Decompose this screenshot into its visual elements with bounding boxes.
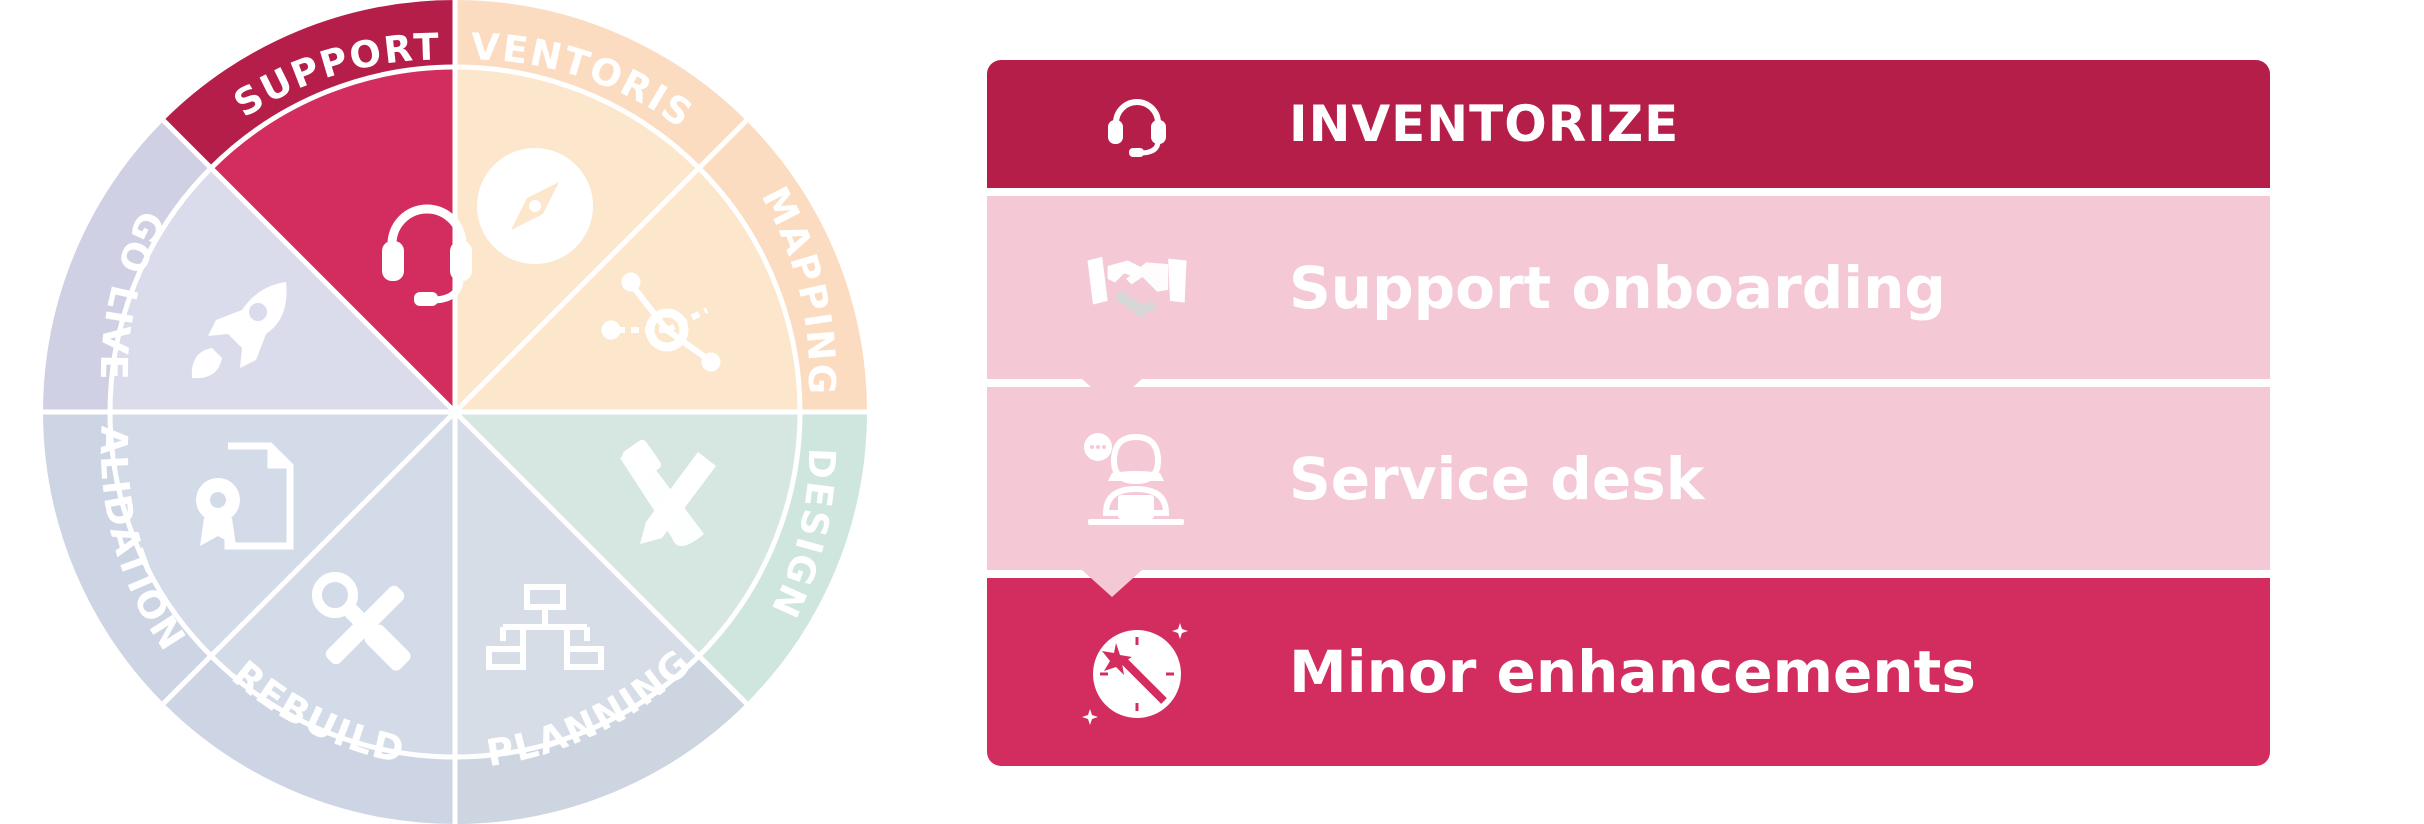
segment-wedge-validation	[109, 412, 455, 656]
segment-wedge-planning	[455, 412, 699, 757]
panel-header-title: INVENTORIZE	[1289, 95, 1680, 153]
panel-item-service-desk: Service desk	[987, 387, 2270, 570]
rocket-icon	[191, 282, 287, 379]
segment-divider	[161, 410, 457, 706]
process-wheel: SUPPORT INVENTORISE MAPPING DESIGN PLANN…	[0, 0, 867, 824]
sitemap-icon	[486, 584, 604, 670]
panel-item-label: Service desk	[1289, 444, 1705, 513]
network-nodes-icon	[601, 272, 721, 372]
panel-item-support-onboarding: Support onboarding	[987, 196, 2270, 379]
segment-wedge-design	[455, 412, 800, 656]
magic-wand-icon	[1082, 617, 1192, 727]
headset-icon	[382, 204, 472, 306]
certificate-document-icon	[196, 442, 294, 550]
handshake-icon	[1082, 233, 1192, 343]
wrench-screwdriver-icon	[312, 572, 411, 671]
pencil-ruler-icon	[620, 439, 716, 547]
compass-icon	[477, 148, 593, 264]
headset-icon	[1082, 69, 1192, 179]
row-divider-chevron	[1082, 570, 1142, 597]
segment-divider	[453, 410, 749, 706]
panel-item-label: Minor enhancements	[1289, 638, 1976, 706]
segment-divider	[161, 118, 457, 414]
panel-header: INVENTORIZE	[987, 60, 2270, 188]
panel-item-minor-enhancements: Minor enhancements	[987, 578, 2270, 766]
service-agent-icon	[1082, 424, 1192, 534]
segment-wedge-support	[211, 67, 455, 412]
panel-item-label: Support onboarding	[1289, 253, 1946, 322]
segment-divider	[453, 118, 749, 414]
detail-panel: INVENTORIZE Support onboarding	[987, 60, 2270, 766]
row-divider-chevron	[1082, 379, 1142, 406]
